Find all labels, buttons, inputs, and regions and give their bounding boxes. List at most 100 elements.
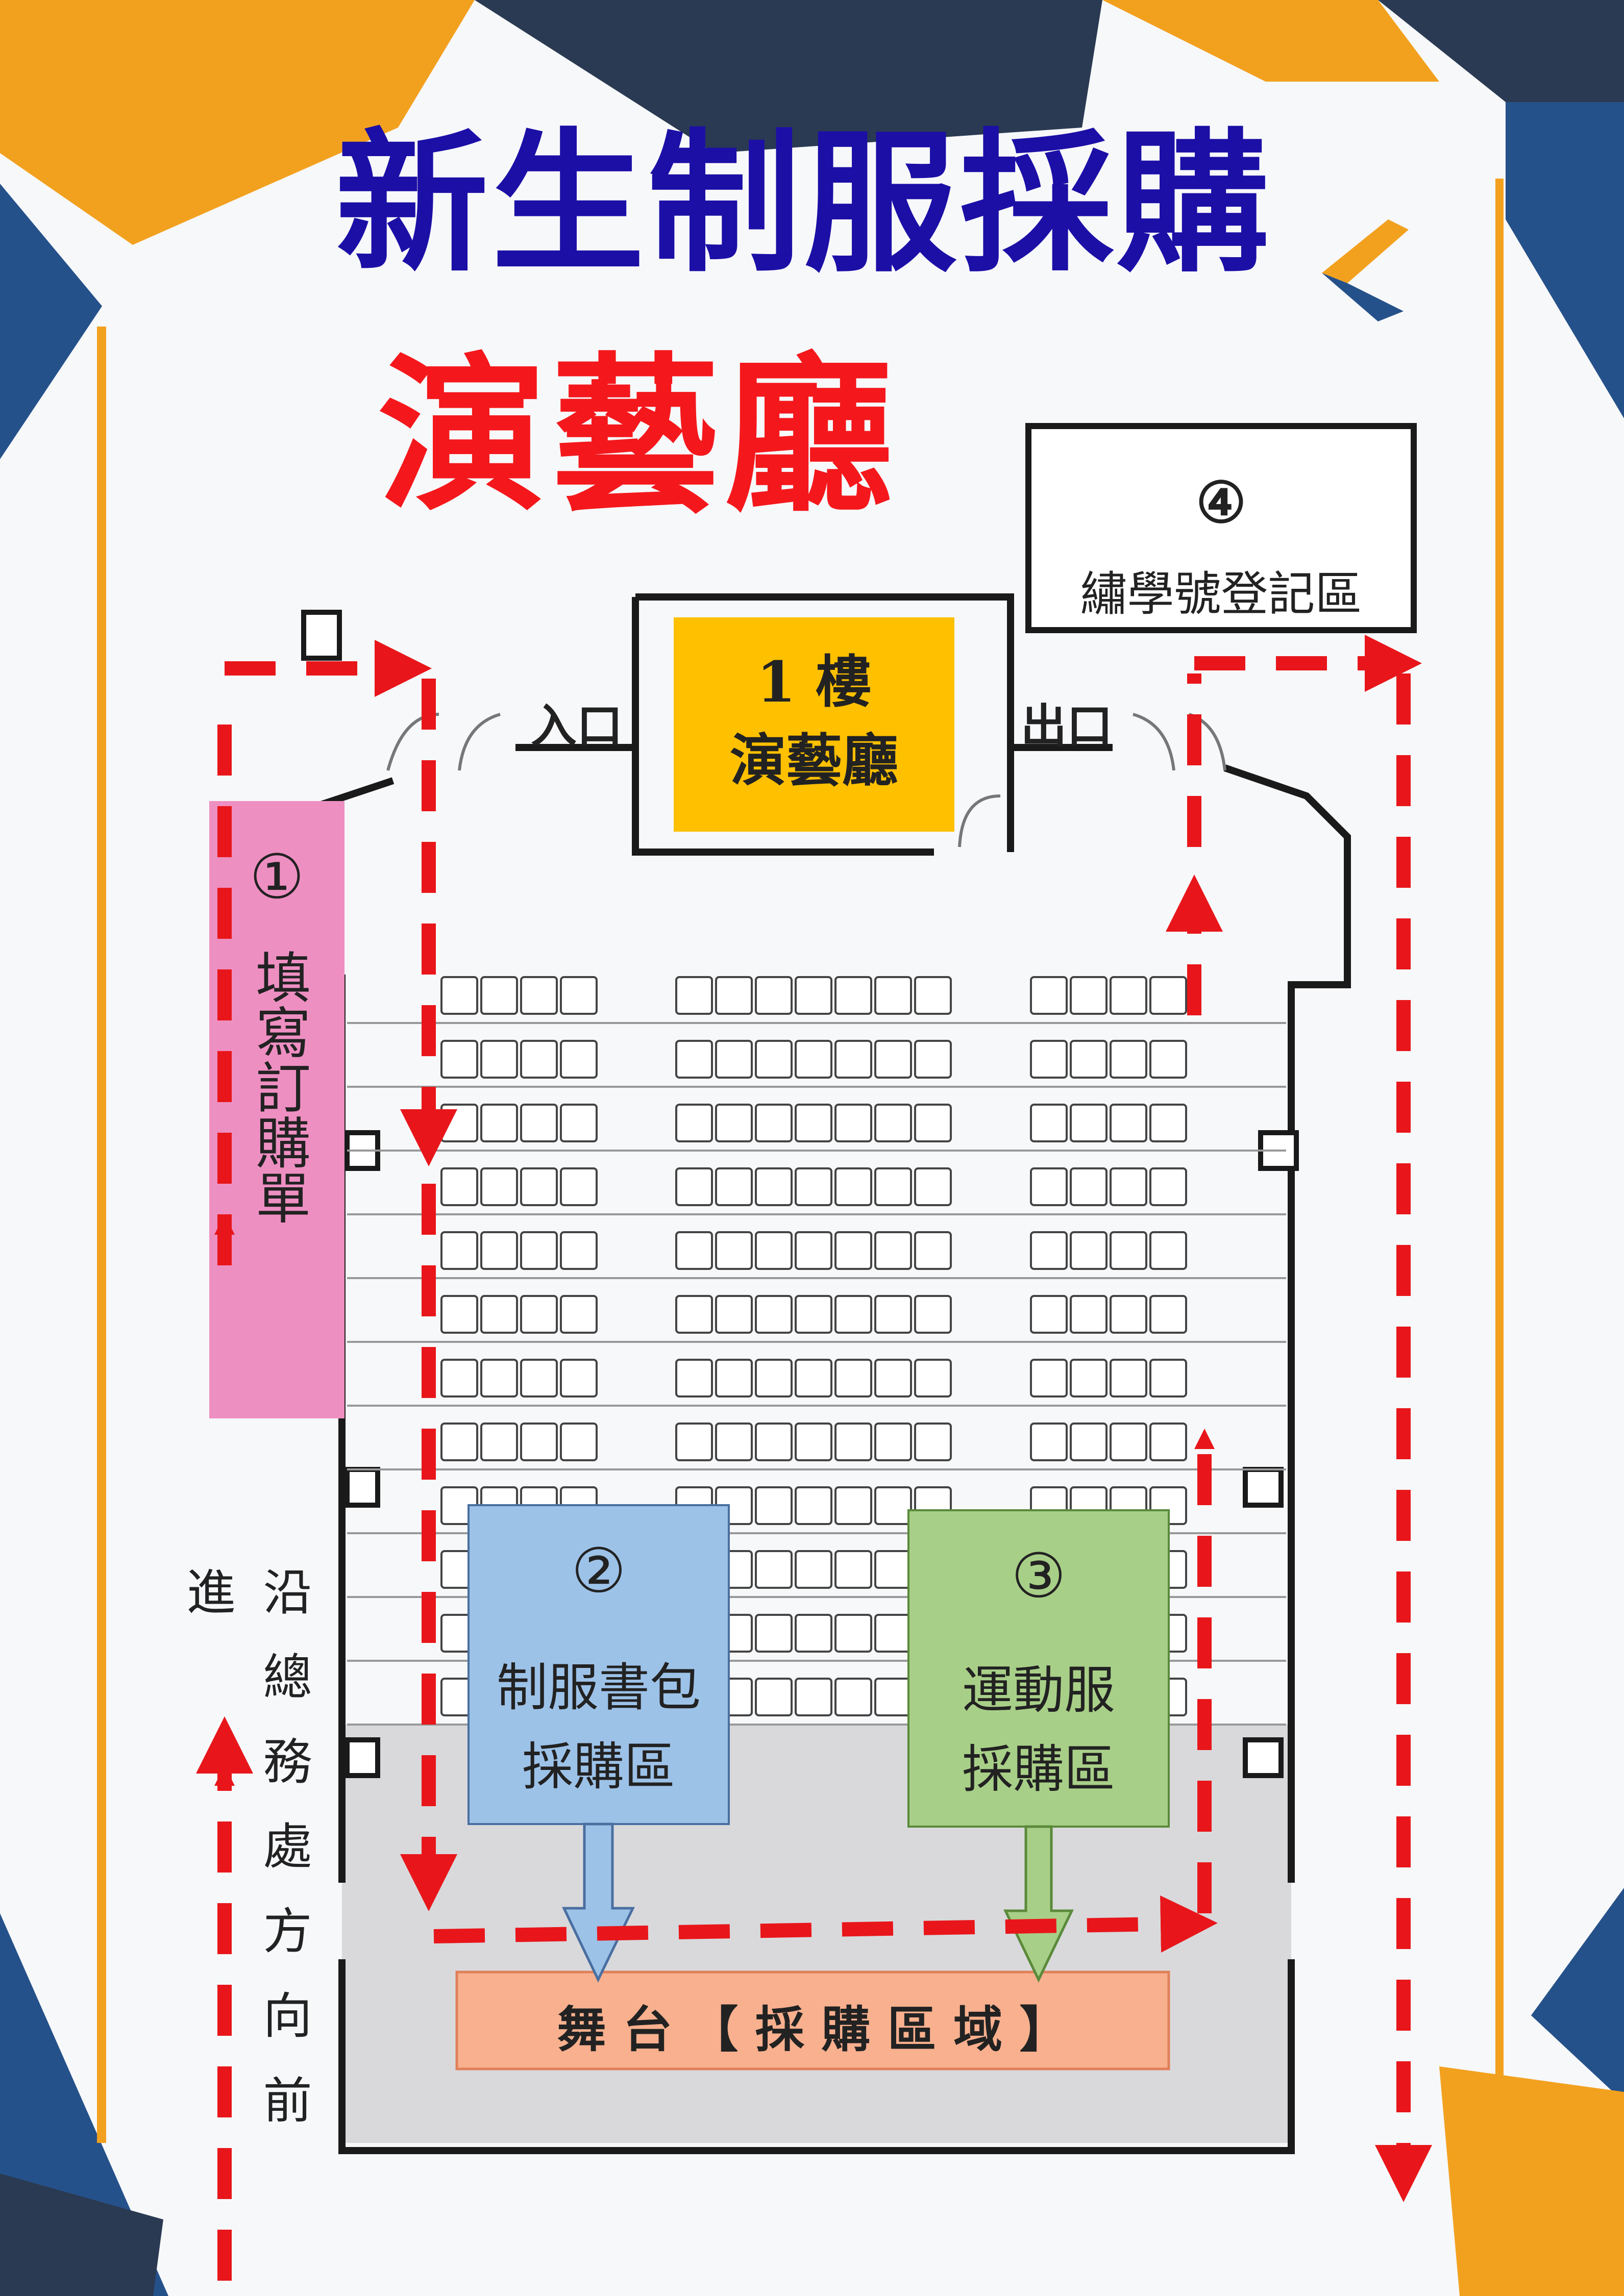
seat — [795, 1614, 832, 1653]
zone1-box — [209, 801, 345, 1418]
seat — [795, 1231, 832, 1270]
zone1-number: ① — [249, 842, 305, 913]
seat — [755, 1167, 793, 1206]
seat — [1030, 976, 1068, 1015]
seat — [520, 976, 558, 1015]
route-arrow-icon — [196, 635, 1432, 2281]
exit-label: 出口 — [1021, 699, 1113, 753]
seat — [874, 1422, 912, 1461]
page-subtitle: 演藝廳 — [378, 338, 898, 534]
seat — [715, 1167, 753, 1206]
zone3-number: ③ — [1011, 1541, 1066, 1612]
seat — [1149, 976, 1187, 1015]
hall-label-line1: 1 樓 — [756, 649, 872, 715]
seat — [560, 976, 598, 1015]
seat — [480, 1040, 518, 1079]
seat — [834, 1104, 872, 1142]
seat — [1110, 1040, 1147, 1079]
seat — [1149, 1359, 1187, 1397]
seat — [520, 1295, 558, 1334]
stage-label-box — [455, 1970, 1170, 2070]
seat — [874, 1231, 912, 1270]
seat — [675, 976, 713, 1015]
seat — [560, 1359, 598, 1397]
seat — [480, 1295, 518, 1334]
hall-box — [674, 617, 954, 832]
seat — [1070, 1104, 1108, 1142]
seat — [755, 1040, 793, 1079]
seat — [755, 1104, 793, 1142]
seat — [914, 976, 952, 1015]
seat — [1030, 1422, 1068, 1461]
seat — [755, 1422, 793, 1461]
seat — [675, 1295, 713, 1334]
seat — [480, 1231, 518, 1270]
seat — [1110, 1295, 1147, 1334]
seat — [1070, 1359, 1108, 1397]
seat — [715, 1104, 753, 1142]
seat — [520, 1359, 558, 1397]
seat — [874, 1104, 912, 1142]
seat — [1110, 976, 1147, 1015]
seat — [440, 1231, 478, 1270]
seat — [874, 1167, 912, 1206]
seat — [755, 1614, 793, 1653]
seat — [795, 1359, 832, 1397]
seat — [1070, 1040, 1108, 1079]
seat — [914, 1295, 952, 1334]
seat — [715, 1295, 753, 1334]
zone2-box — [467, 1504, 730, 1825]
zone1-text: 填寫訂購單 — [247, 949, 310, 1225]
seat — [795, 1678, 832, 1716]
seat — [834, 1422, 872, 1461]
seat — [874, 1550, 912, 1589]
seat — [440, 976, 478, 1015]
page-title: 新生制服採購 — [335, 115, 1272, 293]
zone2-line2: 採購區 — [522, 1737, 675, 1796]
seat — [795, 1104, 832, 1142]
seat — [560, 1040, 598, 1079]
seat — [1030, 1231, 1068, 1270]
seat — [755, 1550, 793, 1589]
seat — [834, 1550, 872, 1589]
seat — [440, 1422, 478, 1461]
seat — [1030, 1104, 1068, 1142]
seat — [675, 1231, 713, 1270]
seat — [715, 976, 753, 1015]
seat — [795, 1486, 832, 1525]
seat — [480, 1167, 518, 1206]
chevron-logo-icon — [1322, 219, 1409, 321]
hall-label: 1 樓 演藝廳 — [674, 643, 954, 800]
seat — [1070, 1231, 1108, 1270]
seat — [1149, 1422, 1187, 1461]
seat — [480, 1104, 518, 1142]
seat — [795, 1295, 832, 1334]
seat — [755, 976, 793, 1015]
zone4-box — [1025, 423, 1417, 633]
zone2-line1: 制服書包 — [497, 1658, 701, 1717]
seat — [874, 976, 912, 1015]
seat — [480, 1359, 518, 1397]
seat — [1070, 976, 1108, 1015]
seat — [834, 1231, 872, 1270]
seat — [1110, 1231, 1147, 1270]
seat — [715, 1040, 753, 1079]
seat — [834, 976, 872, 1015]
seat — [795, 1422, 832, 1461]
seat — [1110, 1167, 1147, 1206]
seat — [795, 1550, 832, 1589]
seat — [520, 1231, 558, 1270]
seat — [440, 1359, 478, 1397]
seat — [755, 1295, 793, 1334]
seat — [874, 1486, 912, 1525]
seat — [795, 1167, 832, 1206]
zone3-text: 運動服 採購區 — [908, 1651, 1169, 1809]
seat — [874, 1040, 912, 1079]
seat — [715, 1422, 753, 1461]
seat — [834, 1167, 872, 1206]
zone4-number: ④ — [1196, 469, 1246, 535]
seat — [914, 1167, 952, 1206]
